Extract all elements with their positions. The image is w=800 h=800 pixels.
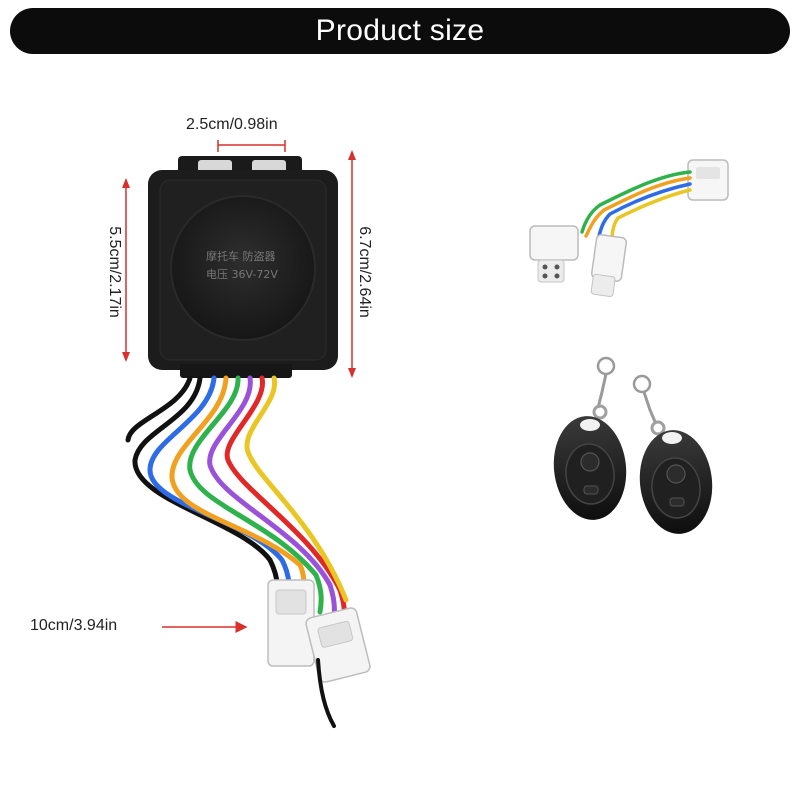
device-label-line2: 电压 36V-72V [206,268,278,281]
cable-length-dimension-label: 10cm/3.94in [30,617,118,634]
wire-harness-icon [125,375,349,628]
adapter-harness-icon [529,159,729,297]
cable-connector-icon [267,579,371,728]
title-banner: Product size [10,8,790,54]
device-label-line1: 摩托车 防盗器 [206,249,276,263]
alarm-unit-icon: 摩托车 防盗器 电压 36V-72V [148,156,338,378]
page-title: Product size [315,14,485,47]
remote-key-fob-icon [632,374,713,534]
width-dimension-label: 2.5cm/0.98in [186,116,278,133]
remote-key-fob-icon [553,356,627,520]
dimension-lines [122,140,356,633]
